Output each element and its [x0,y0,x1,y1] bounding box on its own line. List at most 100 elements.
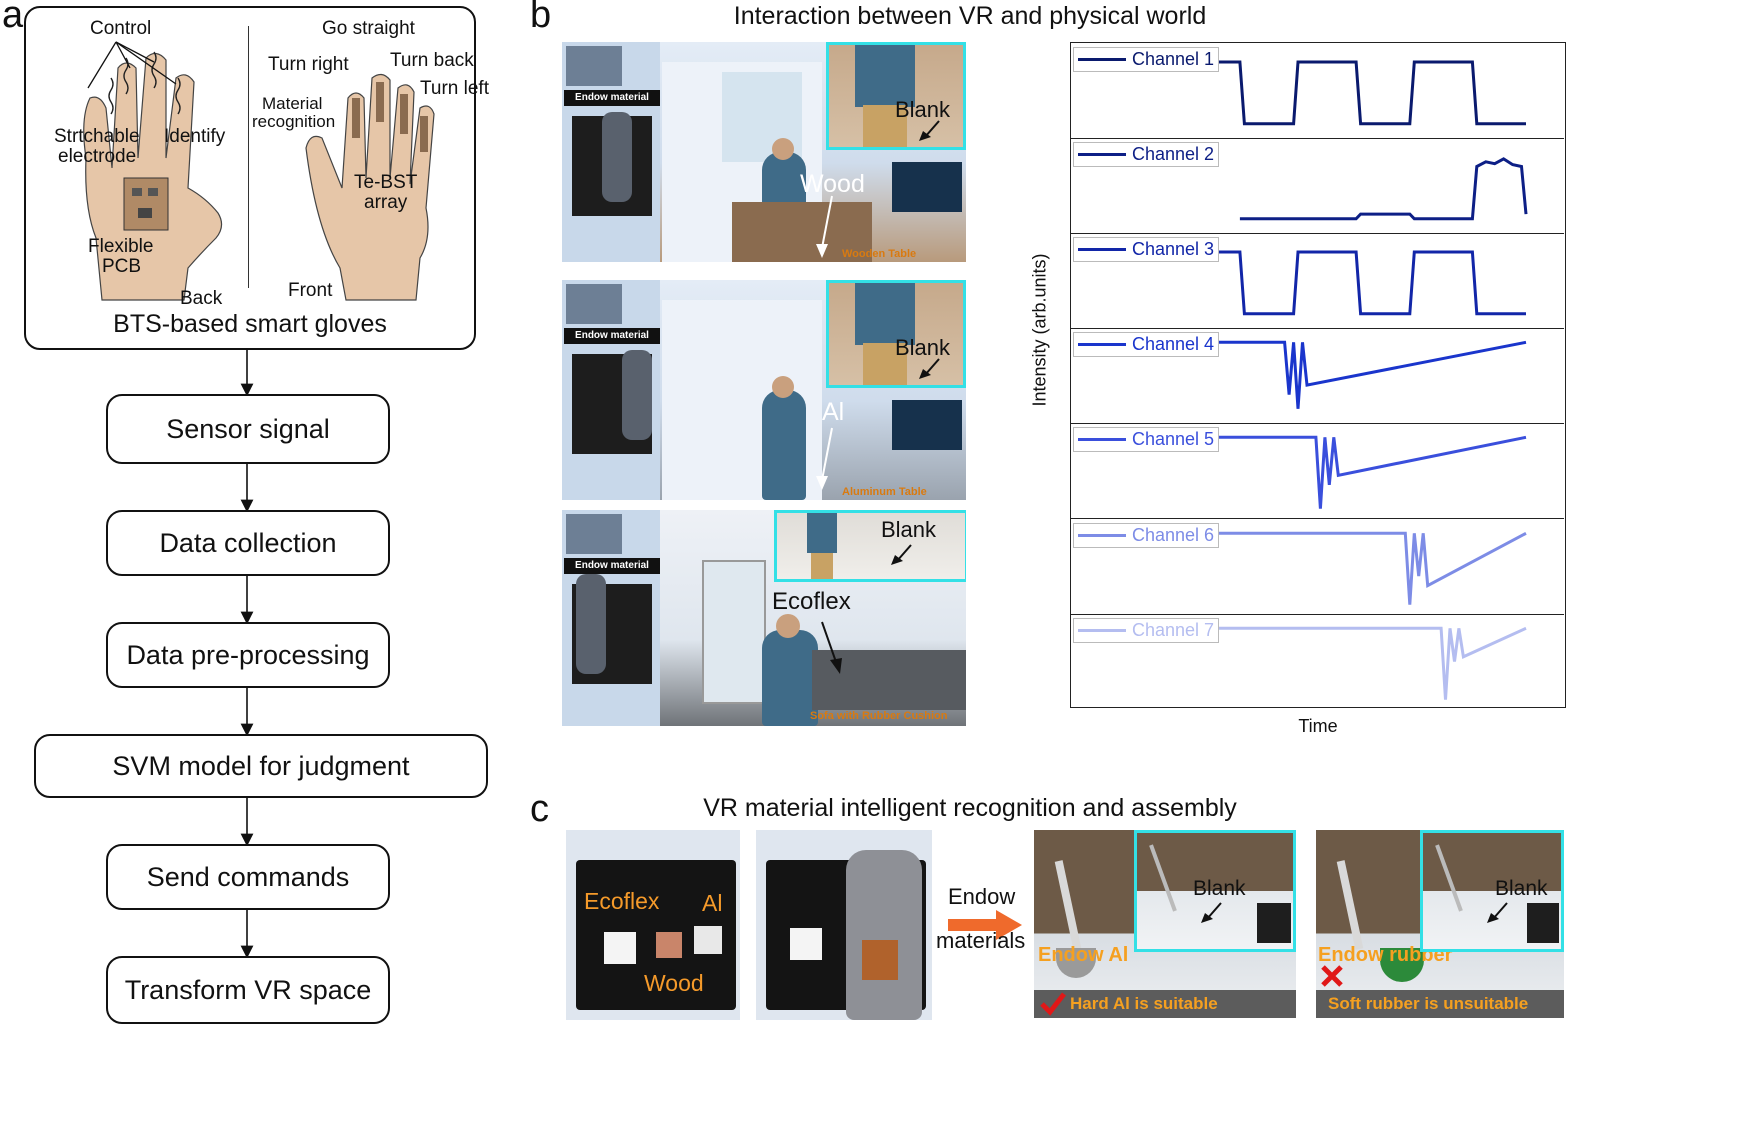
vr-scene-wood: Endow material Wooden Table Wood Blank [562,42,966,262]
channel-plot-7 [1079,626,1527,700]
flow-step-svm-model: SVM model for judgment [34,734,488,798]
channel-plot-6 [1079,531,1527,605]
chart-xlabel: Time [1298,716,1338,736]
assembly-inset-al: Blank [1134,830,1296,952]
scene2-blank: Blank [895,335,951,360]
channel-legend-label-7: Channel 7 [1132,619,1215,640]
scene3-arrow [821,621,842,674]
scene1-blank: Blank [895,97,951,122]
scene3-inset: Blank [774,510,966,582]
label-stretchable: Strtchable [54,126,140,147]
channel-legend-swatch-3 [1078,248,1126,252]
photo-label-wood: Wood [644,970,704,996]
channel-legend-label-5: Channel 5 [1132,429,1215,450]
label-identify: Identify [164,126,226,147]
label-front: Front [288,280,333,301]
endow-arrow-bottom: materials [936,928,1026,953]
channel-legend-label-4: Channel 4 [1132,334,1215,355]
channel-line-4 [1079,341,1527,410]
flow-step-data-collection: Data collection [106,510,390,576]
scene1-inset: Blank [826,42,966,150]
label-go-straight: Go straight [322,18,415,39]
flow-step-data-preprocessing: Data pre-processing [106,622,390,688]
assembly-al-blank-arrow [1201,902,1222,923]
channel-legend-label-3: Channel 3 [1132,239,1215,260]
label-turn-right: Turn right [268,54,349,75]
label-turn-back: Turn back [390,50,474,71]
hard-al-suitable: Hard Al is suitable [1070,994,1218,1013]
chart-ylabel: Intensity (arb.units) [1029,253,1050,407]
soft-rubber-unsuitable: Soft rubber is unsuitable [1328,994,1529,1013]
channel-plot-1 [1079,60,1526,126]
channel-legend-1: Channel 1 [1073,47,1220,72]
label-flexible: Flexible [88,236,154,257]
scene3-blank: Blank [881,517,937,542]
channel-legend-swatch-6 [1078,533,1126,537]
glove-divider [248,26,249,288]
channel-line-2 [1239,157,1528,221]
assembly-inset-rubber: Blank [1420,830,1564,952]
scene1-blank-arrow [919,120,940,141]
check-icon [1040,992,1066,1016]
scene1-material: Wood [800,170,865,198]
channel-legend-label-1: Channel 1 [1132,49,1215,69]
panel-letter-b: b [530,0,552,36]
channel-plot-3 [1079,250,1526,316]
flow-step-transform-vr: Transform VR space [106,956,390,1024]
vr-scene-al: Endow material Aluminum Table Al Blank [562,280,966,500]
gloves-caption: BTS-based smart gloves [113,310,387,338]
panel-b-title: Interaction between VR and physical worl… [733,2,1207,30]
endow-al-label: Endow Al [1038,944,1129,966]
endow-arrow-top: Endow [948,884,1016,909]
smart-gloves-box: Control Strtchable electrode Identify Fl… [24,6,489,350]
scene3-caption: Sofa with Rubber Cushion [810,710,948,722]
label-electrode: electrode [58,146,137,167]
channel-row-5: Channel 5 [1071,423,1564,520]
scene2-blank-arrow [919,358,940,379]
photo-glove-on-board [756,830,932,1020]
glove-back-illustration [83,51,223,301]
assembly-rubber-blank: Blank [1495,877,1548,900]
endow-rubber-label: Endow rubber [1318,944,1453,966]
endow-tag-2: Endow material [564,328,660,344]
control-leader-lines [87,41,177,89]
channel-line-7 [1079,626,1527,700]
channel-legend-swatch-4 [1078,343,1126,347]
scene1-caption: Wooden Table [842,248,917,260]
assembly-rubber-blank-arrow [1487,902,1508,923]
channel-line-6 [1079,531,1527,605]
panel-c-title: VR material intelligent recognition and … [703,794,1237,822]
channel-legend-swatch-2 [1078,153,1126,157]
channel-row-1: Channel 1 [1071,43,1564,140]
channel-plot-2 [1239,157,1528,221]
channel-legend-swatch-5 [1078,438,1126,442]
channel-legend-3: Channel 3 [1073,237,1220,263]
channel-row-3: Channel 3 [1071,233,1564,330]
channel-legend-swatch-7 [1078,628,1126,632]
channel-row-2: Channel 2 [1071,138,1564,235]
channel-row-6: Channel 6 [1071,519,1564,615]
scene2-inset: Blank [826,280,966,388]
label-te-bst: Te-BST [354,172,418,193]
channel-legend-4: Channel 4 [1073,332,1220,358]
channel-plot-5 [1079,436,1527,510]
cross-icon [1321,965,1343,987]
channel-chart: Channel 1 Channel 2 Channel 3 Channel 4 Chan… [1070,42,1566,708]
flow-step-sensor-signal: Sensor signal [106,394,390,464]
channel-row-7: Channel 7 [1071,614,1564,709]
scene2-caption: Aluminum Table [842,486,927,498]
channel-legend-5: Channel 5 [1073,427,1220,453]
label-turn-left: Turn left [420,78,489,99]
assembly-scene-rubber: Endow rubber Soft rubber is unsuitable B… [1316,830,1564,1018]
photo-materials-board: Ecoflex Al Wood [566,830,740,1020]
assembly-al-blank: Blank [1193,877,1246,900]
label-control: Control [90,18,152,39]
channel-legend-label-6: Channel 6 [1132,524,1215,545]
channel-legend-swatch-1 [1078,58,1126,61]
scene3-material: Ecoflex [772,588,851,615]
scene3-blank-arrow [891,544,912,565]
scene2-material: Al [822,398,845,426]
channel-legend-6: Channel 6 [1073,522,1220,548]
endow-arrow-icon [948,910,1022,940]
glove-front-illustration [305,73,435,301]
